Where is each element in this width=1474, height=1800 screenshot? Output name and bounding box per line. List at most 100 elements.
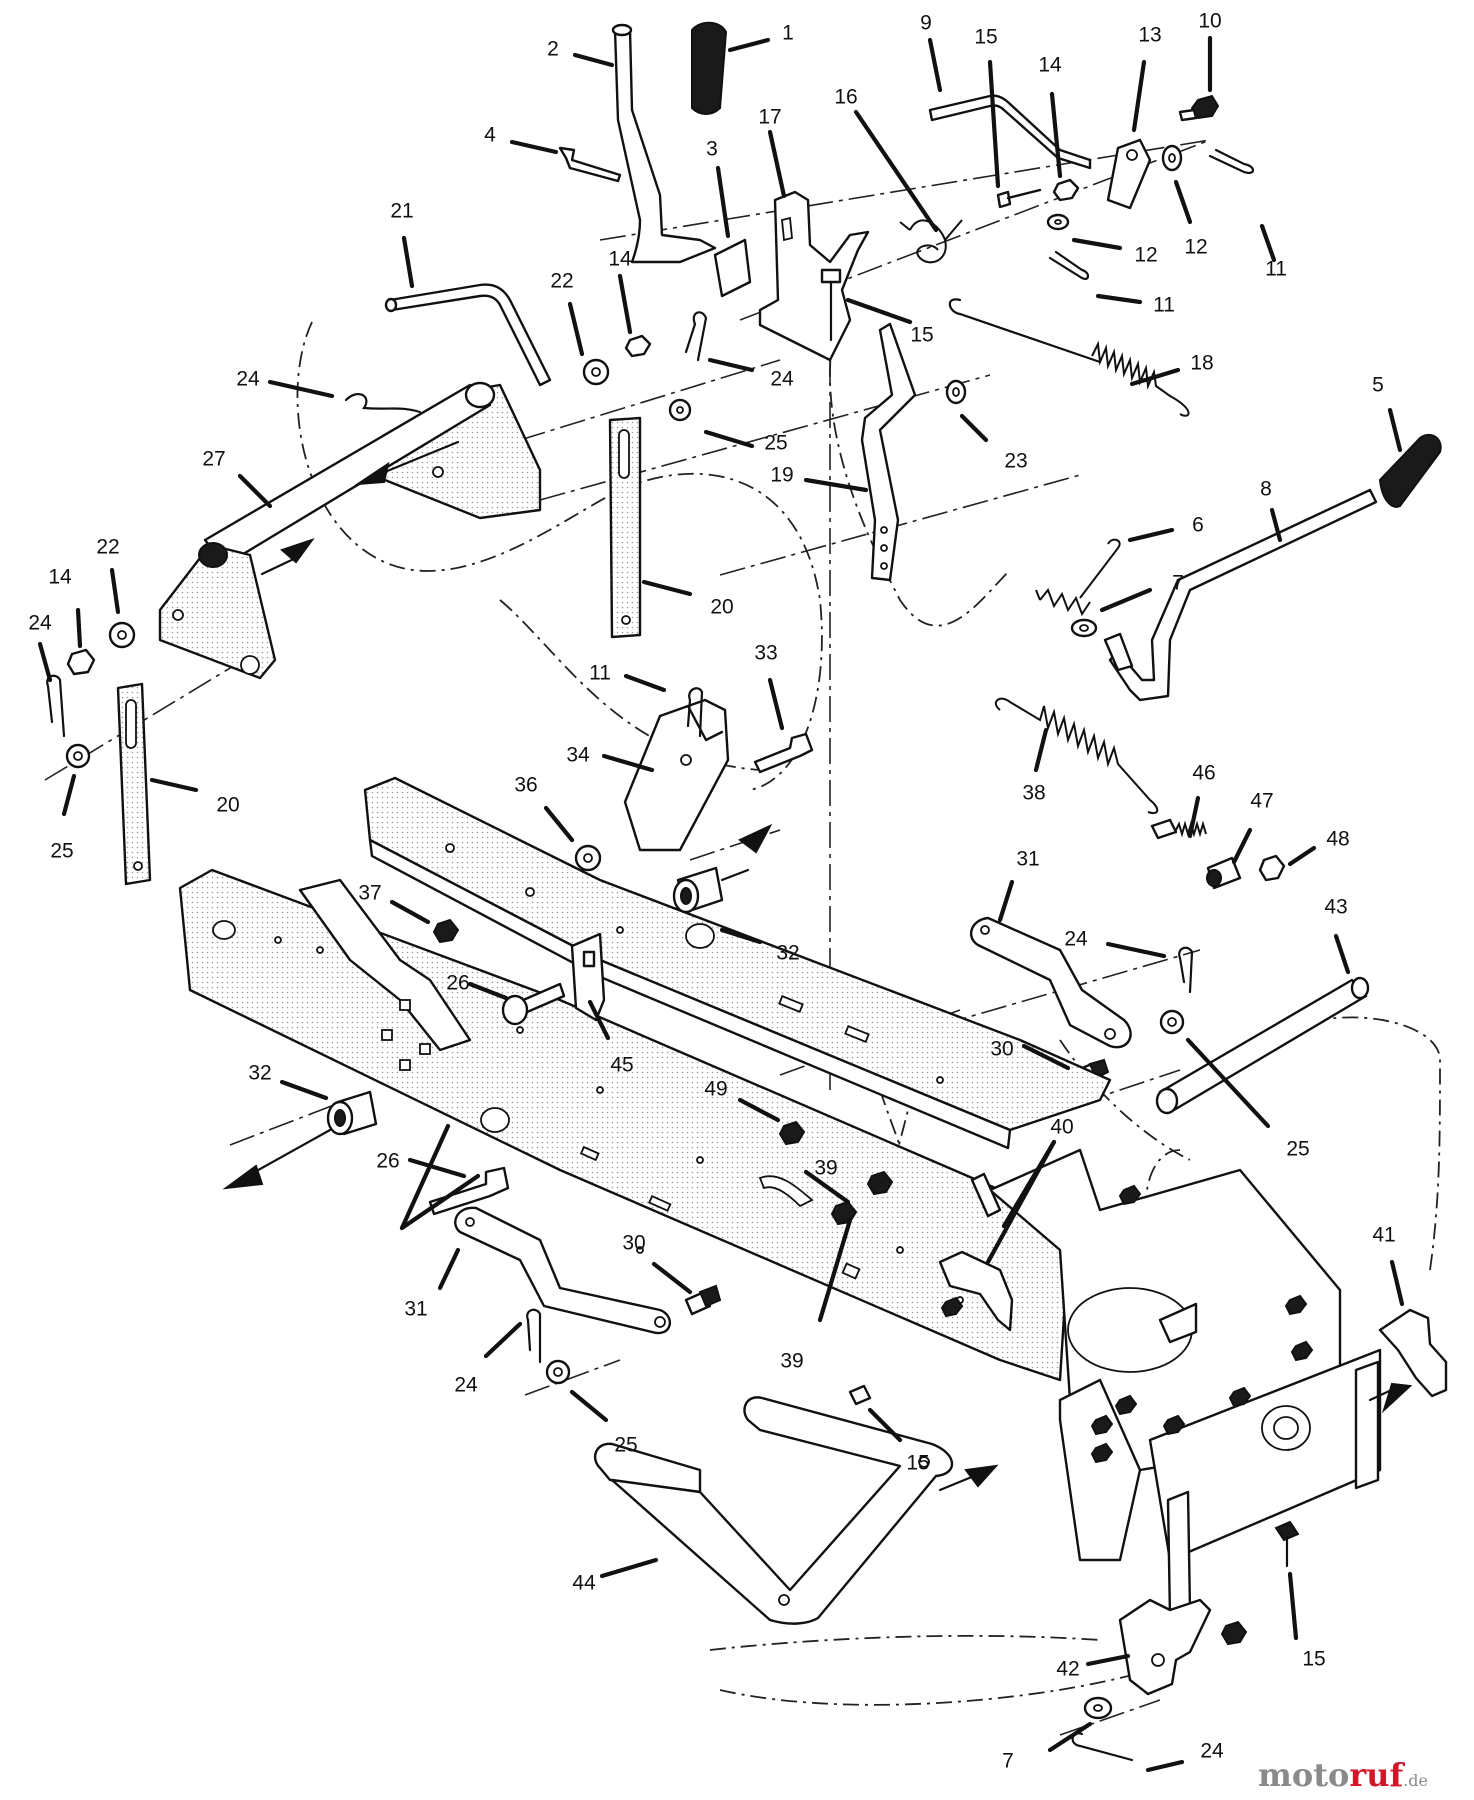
hairpin-clip <box>1071 1732 1134 1762</box>
hairpin-clip <box>684 311 708 362</box>
bolt-head <box>1290 1340 1314 1362</box>
callout-25: 25 <box>614 1434 637 1457</box>
callout-31: 31 <box>404 1298 427 1321</box>
callout-24: 24 <box>236 368 260 391</box>
watermark-logo: motoruf.de <box>1258 1756 1428 1794</box>
callout-15: 15 <box>906 1452 929 1475</box>
callout-42: 42 <box>1056 1658 1079 1681</box>
nut <box>66 648 96 676</box>
callout-38: 38 <box>1022 782 1045 805</box>
bolt-head <box>1162 1414 1186 1436</box>
callout-7: 7 <box>1172 572 1184 595</box>
callout-18: 18 <box>1190 352 1213 375</box>
callout-36: 36 <box>514 774 537 797</box>
callout-11: 11 <box>1265 258 1287 281</box>
transaxle-mount <box>1148 1348 1382 1562</box>
callout-41: 41 <box>1372 1224 1395 1247</box>
callout-2: 2 <box>547 38 559 61</box>
hairpin-clip <box>1178 946 1194 994</box>
idler-arm <box>969 916 1132 1049</box>
callout-47: 47 <box>1250 790 1273 813</box>
callout-15: 15 <box>910 324 933 347</box>
direction-arrow <box>280 538 315 564</box>
extension-spring-rod <box>948 298 1102 364</box>
callout-12: 12 <box>1134 244 1157 267</box>
callout-3: 3 <box>706 138 718 161</box>
callout-43: 43 <box>1324 896 1347 919</box>
callout-20: 20 <box>216 794 239 817</box>
callout-45: 45 <box>610 1054 633 1077</box>
callout-31: 31 <box>1016 848 1039 871</box>
callout-24: 24 <box>770 368 794 391</box>
callout-14: 14 <box>1038 54 1062 77</box>
callout-20: 20 <box>710 596 733 619</box>
torsion-spring <box>1039 538 1121 617</box>
side-bracket <box>1378 1308 1448 1398</box>
lever-plate <box>713 238 752 298</box>
idler-arm <box>454 1206 671 1335</box>
direction-arrows <box>222 440 1413 1492</box>
callout-17: 17 <box>758 106 781 129</box>
callout-23: 23 <box>1004 450 1027 473</box>
lift-link <box>608 416 642 639</box>
bolt-head <box>1284 1294 1308 1316</box>
bolt <box>820 268 842 284</box>
lift-lever <box>613 28 717 264</box>
hex-nut <box>1190 94 1220 120</box>
drawbar <box>610 1396 954 1625</box>
callout-19: 19 <box>770 464 793 487</box>
lift-lever-assembly <box>46 21 1442 1762</box>
callout-24: 24 <box>28 612 52 635</box>
callout-13: 13 <box>1138 24 1161 47</box>
hairpin-clip <box>526 1308 542 1364</box>
hex-nut <box>1220 1620 1248 1646</box>
direction-arrow <box>738 823 773 854</box>
callout-37: 37 <box>358 882 381 905</box>
cotter-pin <box>1048 250 1090 280</box>
hex-nut <box>778 1120 806 1146</box>
extension-spring <box>1091 340 1190 417</box>
callout-40: 40 <box>1050 1116 1073 1139</box>
rear-axle-bracket <box>1058 1378 1142 1562</box>
callout-33: 33 <box>754 642 777 665</box>
frame-assembly <box>178 776 1448 1720</box>
callout-4: 4 <box>484 124 496 147</box>
cotter-pin <box>1208 148 1255 174</box>
callout-6: 6 <box>1192 514 1204 537</box>
bolt <box>996 188 1042 209</box>
mounting-bracket <box>938 1250 1014 1332</box>
callout-49: 49 <box>704 1078 727 1101</box>
callout-27: 27 <box>202 448 225 471</box>
hairpin-clip <box>344 392 422 414</box>
callout-22: 22 <box>550 270 573 293</box>
mounting-plate <box>570 932 606 1022</box>
callout-12: 12 <box>1184 236 1207 259</box>
bolt <box>428 1166 510 1216</box>
lift-lever-handle <box>1108 488 1378 702</box>
bolt-head <box>1114 1394 1138 1416</box>
callout-14: 14 <box>48 566 72 589</box>
bolt-head <box>1228 1386 1252 1408</box>
callout-26: 26 <box>446 972 469 995</box>
link-plate <box>1106 138 1152 210</box>
callout-21: 21 <box>390 200 413 223</box>
drawbar <box>593 1442 702 1494</box>
callout-24: 24 <box>1200 1740 1224 1763</box>
callout-30: 30 <box>990 1038 1013 1061</box>
callout-9: 9 <box>920 12 932 35</box>
callout-34: 34 <box>566 744 590 767</box>
callout-11: 11 <box>589 662 611 685</box>
nut <box>1258 854 1286 882</box>
hex-nut <box>432 918 460 944</box>
extension-spring <box>994 697 1159 814</box>
callout-15: 15 <box>974 26 997 49</box>
callout-5: 5 <box>1372 374 1384 397</box>
callout-16: 16 <box>834 86 857 109</box>
direction-arrow <box>1381 1382 1413 1414</box>
callout-25: 25 <box>764 432 787 455</box>
bolt-head <box>1118 1184 1142 1206</box>
bolt <box>1274 1520 1300 1542</box>
callout-24: 24 <box>454 1374 478 1397</box>
callout-48: 48 <box>1326 828 1349 851</box>
pivot-bracket <box>623 698 730 852</box>
